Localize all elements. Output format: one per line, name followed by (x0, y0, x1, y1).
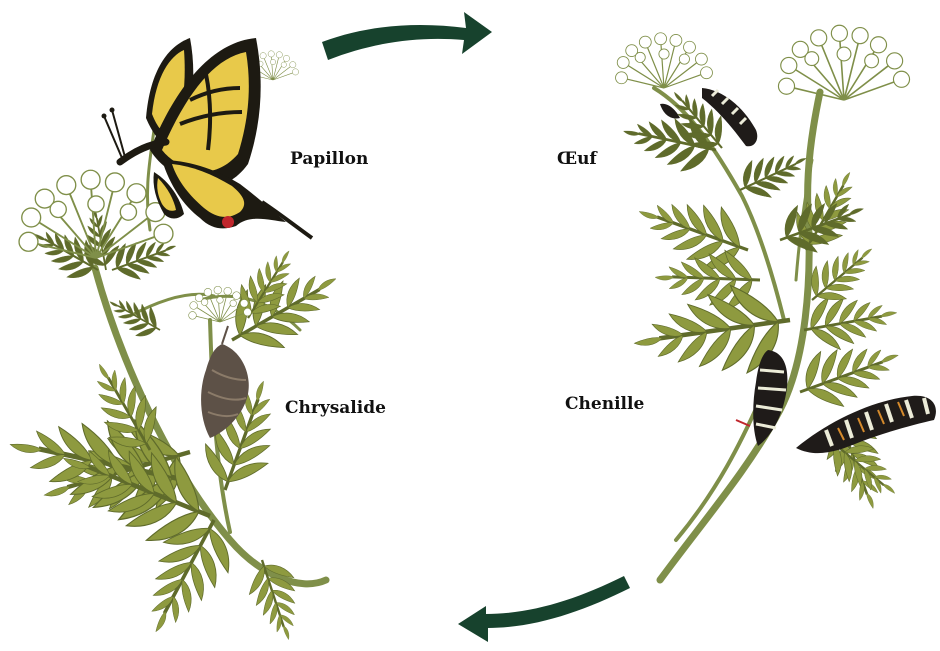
label-papillon: Papillon (290, 149, 368, 169)
label-chenille: Chenille (565, 394, 644, 414)
arrow-larva-to-pupa (458, 576, 630, 642)
arrow-egg-to-larva (322, 12, 492, 60)
right-host-plant (616, 25, 936, 580)
label-chrysalide: Chrysalide (285, 398, 386, 418)
label-oeuf: Œuf (557, 149, 598, 169)
